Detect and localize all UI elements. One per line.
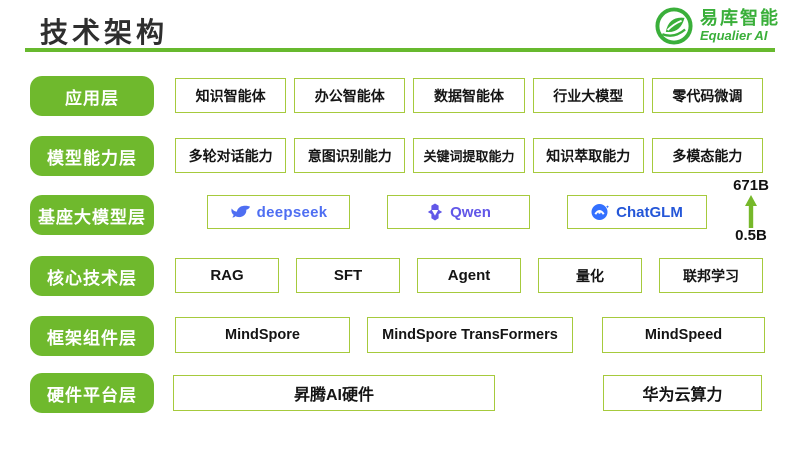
brand-logo: 易库智能 Equalier AI — [653, 5, 780, 47]
layer-pill-core-technology: 核心技术层 — [30, 256, 154, 296]
layer-pill-model-capability: 模型能力层 — [30, 136, 154, 176]
qwen-logo-icon — [427, 203, 443, 221]
box-mindspeed: MindSpeed — [602, 317, 765, 353]
param-scale-annotation: 671B 0.5B — [727, 177, 775, 244]
equalier-logo-icon — [655, 7, 693, 45]
model-name-qwen: Qwen — [450, 203, 491, 221]
layer-pill-framework-component: 框架组件层 — [30, 316, 154, 356]
scale-up-arrow-icon — [745, 194, 757, 228]
model-name-deepseek: deepseek — [256, 203, 328, 221]
scale-max-label: 671B — [733, 177, 769, 194]
box-federated-learning: 联邦学习 — [659, 258, 763, 293]
page-title: 技术架构 — [40, 17, 169, 48]
box-sft: SFT — [296, 258, 400, 293]
title-underline — [25, 48, 775, 52]
core-tech-items: RAG SFT Agent 量化 联邦学习 — [175, 258, 763, 293]
box-ascend-ai-hardware: 昇腾AI硬件 — [173, 375, 495, 411]
box-multi-turn-dialog: 多轮对话能力 — [175, 138, 287, 173]
box-rag: RAG — [175, 258, 279, 293]
layer-pill-hardware-platform: 硬件平台层 — [30, 373, 154, 413]
deepseek-logo-icon — [231, 205, 250, 218]
box-office-agent: 办公智能体 — [294, 78, 406, 113]
box-agent: Agent — [417, 258, 521, 293]
box-huawei-cloud-compute: 华为云算力 — [603, 375, 762, 411]
model-box-deepseek: deepseek — [207, 195, 350, 229]
box-mindspore: MindSpore — [175, 317, 350, 353]
box-intent-recognition: 意图识别能力 — [294, 138, 406, 173]
model-box-chatglm: ChatGLM — [567, 195, 707, 229]
box-knowledge-agent: 知识智能体 — [175, 78, 287, 113]
box-data-agent: 数据智能体 — [413, 78, 525, 113]
brand-name-cn: 易库智能 — [700, 7, 780, 28]
scale-min-label: 0.5B — [735, 226, 767, 244]
box-industry-model: 行业大模型 — [532, 78, 644, 113]
model-box-qwen: Qwen — [387, 195, 530, 229]
model-name-chatglm: ChatGLM — [616, 203, 683, 221]
layer-pill-application: 应用层 — [30, 76, 154, 116]
capability-items: 多轮对话能力 意图识别能力 关键词提取能力 知识萃取能力 多模态能力 — [175, 138, 764, 173]
application-items: 知识智能体 办公智能体 数据智能体 行业大模型 零代码微调 — [175, 78, 764, 113]
box-keyword-extraction: 关键词提取能力 — [413, 138, 525, 173]
box-quantization: 量化 — [538, 258, 642, 293]
brand-text: 易库智能 Equalier AI — [700, 7, 780, 43]
brand-name-en: Equalier AI — [700, 27, 768, 43]
box-knowledge-extraction: 知识萃取能力 — [532, 138, 644, 173]
box-multimodal: 多模态能力 — [651, 138, 764, 173]
chatglm-logo-icon — [591, 204, 610, 220]
box-zero-code-finetune: 零代码微调 — [651, 78, 764, 113]
layer-pill-foundation-model: 基座大模型层 — [30, 195, 154, 235]
box-mindspore-transformers: MindSpore TransFormers — [367, 317, 573, 353]
